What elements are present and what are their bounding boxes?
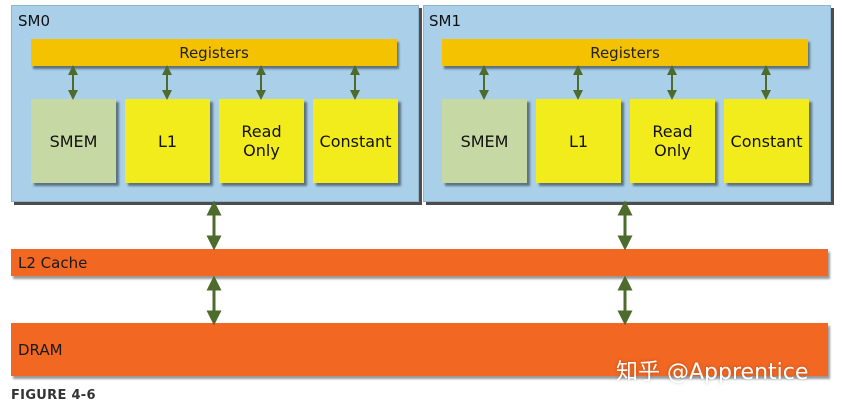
sm0-constant-block: Constant xyxy=(313,99,398,183)
watermark-text: 知乎 @Apprentice xyxy=(616,360,809,385)
sm1-smem-block: SMEM xyxy=(442,99,527,183)
sm0-label: SM0 xyxy=(18,12,51,30)
sm1-readonly-block: Read Only xyxy=(630,99,715,183)
sm0-l1-block: L1 xyxy=(125,99,210,183)
sm1-readonly-line1: Read xyxy=(652,122,693,141)
sm0-readonly-block: Read Only xyxy=(219,99,304,183)
sm0-readonly-line1: Read xyxy=(241,122,282,141)
sm0-smem-block: SMEM xyxy=(31,99,116,183)
sm1-l1-block: L1 xyxy=(536,99,621,183)
sm1-constant-block: Constant xyxy=(724,99,809,183)
l2-cache-bar: L2 Cache xyxy=(11,249,828,276)
sm1-registers: Registers xyxy=(442,39,808,66)
figure-caption: FIGURE 4-6 xyxy=(11,388,96,403)
sm0-readonly-line2: Only xyxy=(243,141,280,160)
sm1-readonly-line2: Only xyxy=(654,141,691,160)
dram-bar: DRAM xyxy=(11,323,828,376)
sm1-label: SM1 xyxy=(429,12,462,30)
sm0-registers: Registers xyxy=(31,39,397,66)
